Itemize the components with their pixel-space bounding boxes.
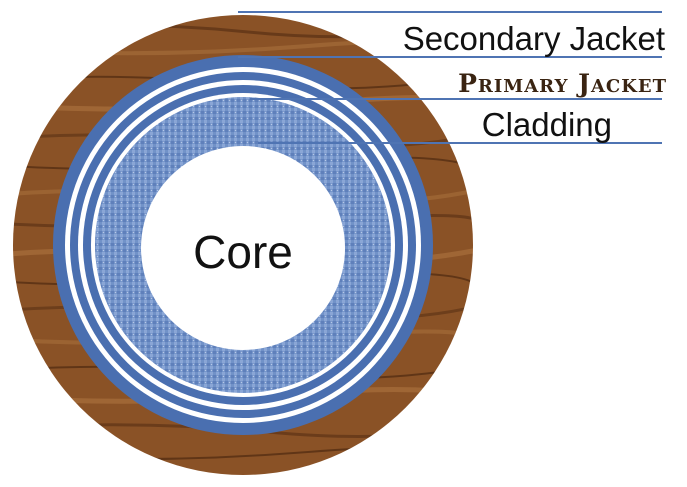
secondary-jacket-label: Secondary Jacket: [403, 20, 665, 57]
core-circle: [141, 146, 345, 350]
cladding-label: Cladding: [482, 106, 612, 143]
primary-jacket-label: Primary Jacket: [458, 69, 667, 98]
core-label: Core: [193, 226, 293, 278]
